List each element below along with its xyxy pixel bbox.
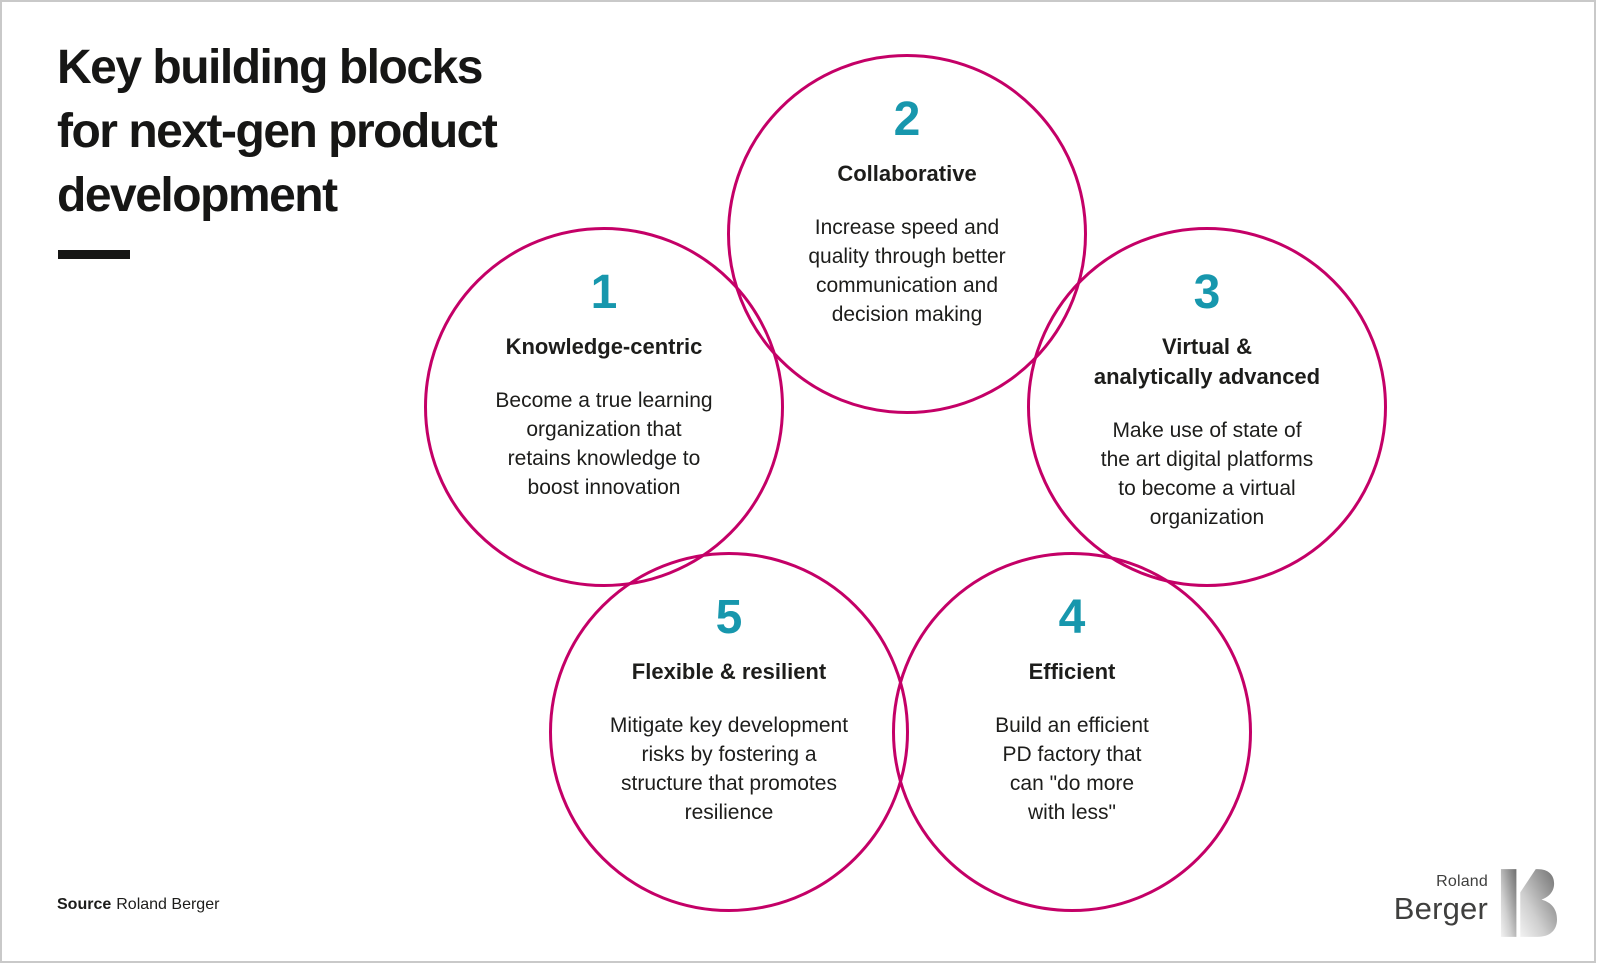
building-block-circle-4: 4 Efficient Build an efficient PD factor… [892,552,1252,912]
block-number: 3 [1193,266,1221,319]
rb-b-monogram-icon [1500,869,1557,937]
block-number: 1 [590,266,618,319]
block-number: 4 [1058,591,1086,644]
building-block-circle-5: 5 Flexible & resilient Mitigate key deve… [549,552,909,912]
logo-line-roland: Roland [1436,873,1488,890]
block-description: Build an efficient PD factory that can "… [995,714,1149,824]
block-number: 5 [715,591,743,644]
building-block-circle-3: 3 Virtual & analytically advanced Make u… [1027,227,1387,587]
page-title: Key building blocks for next-gen product… [57,41,498,222]
building-block-circle-2: 2 Collaborative Increase speed and quali… [727,54,1087,414]
building-block-circle-1: 1 Knowledge-centric Become a true learni… [424,227,784,587]
title-underline [58,250,130,259]
block-description: Become a true learning organization that… [495,389,713,499]
block-number: 2 [893,93,921,146]
block-title: Collaborative [837,161,977,186]
block-title: Knowledge-centric [505,334,703,359]
source-label: Source [57,896,112,913]
block-title: Flexible & resilient [631,659,827,684]
roland-berger-logo: Roland Berger [1370,869,1557,938]
block-description: Mitigate key development risks by foster… [609,714,849,824]
block-description: Make use of state of the art digital pla… [1100,419,1314,529]
block-title: Efficient [1028,659,1116,684]
source-value: Roland Berger [116,896,220,913]
block-description: Increase speed and quality through bette… [808,216,1006,326]
logo-line-berger: Berger [1393,891,1488,926]
logo-wordmark: Roland Berger [1370,873,1488,926]
block-title: Virtual & analytically advanced [1093,334,1321,389]
